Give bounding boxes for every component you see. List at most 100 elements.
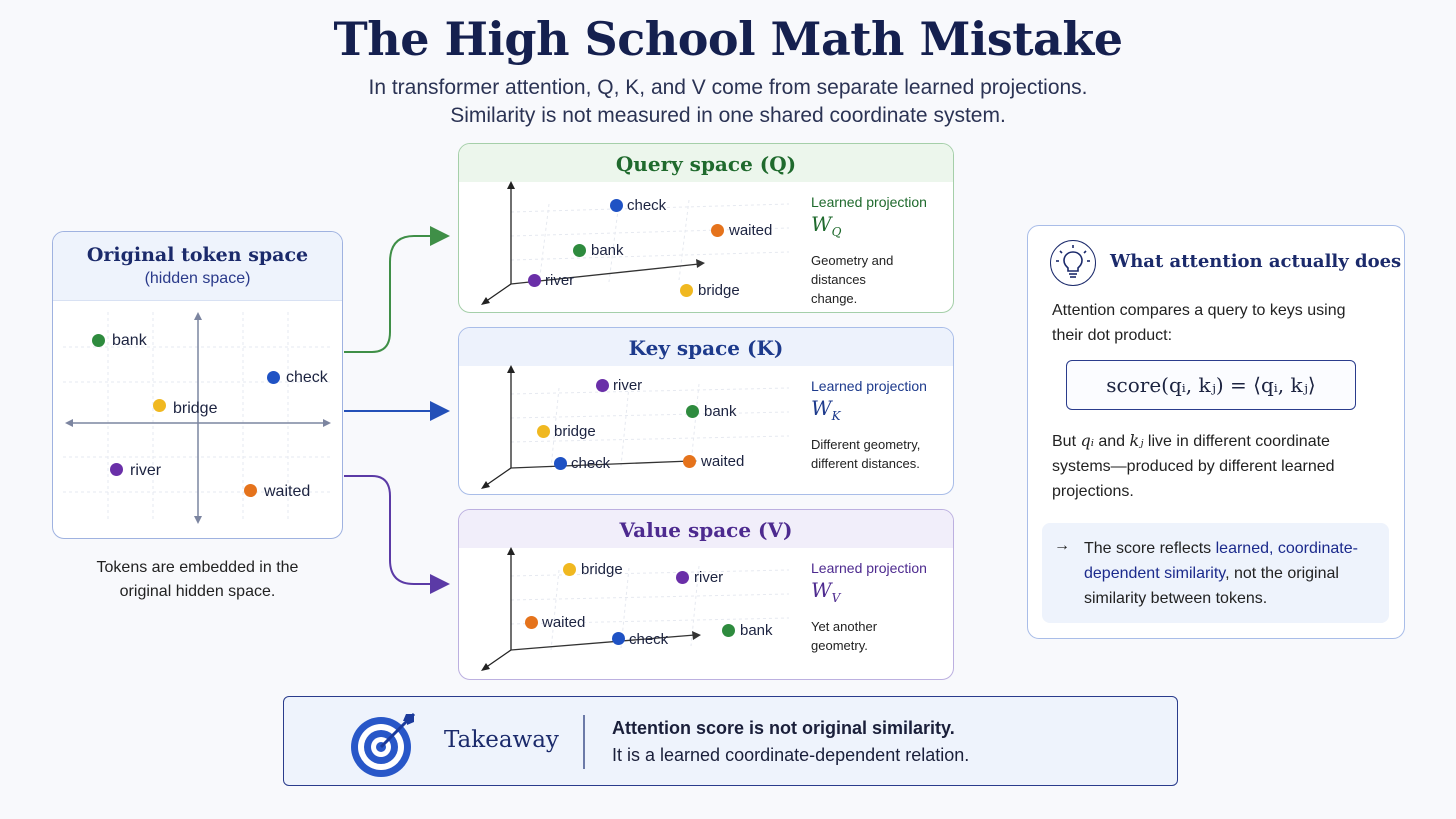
key-dot-check	[554, 457, 567, 470]
key-axes	[481, 365, 790, 489]
query-projection-desc: Geometry and distances change.	[811, 251, 951, 308]
query-dot-bridge	[680, 284, 693, 297]
takeaway-divider	[583, 715, 585, 769]
value-symbol-sub: V	[831, 591, 841, 605]
token-dot-check	[267, 371, 280, 384]
token-dot-bank	[92, 334, 105, 347]
key-symbol-sub: K	[831, 409, 841, 423]
query-desc-line-1: Geometry and distances	[811, 253, 894, 287]
value-label-bridge: bridge	[581, 561, 623, 578]
query-space-title: Query space (Q)	[459, 144, 953, 182]
attention-p2-kj: kⱼ	[1129, 431, 1144, 450]
attention-p2-line-2: systems—produced by different learned	[1052, 458, 1335, 475]
token-dot-bridge	[153, 399, 166, 412]
attention-explanation-card: What attention actually does Attention c…	[1027, 225, 1405, 639]
attention-note-part-b: , not the original similarity between to…	[1084, 565, 1339, 607]
key-desc-line-2: different distances.	[811, 456, 920, 471]
value-projection-label: Learned projection	[811, 560, 927, 576]
score-formula: score(qᵢ, kⱼ) = ⟨qᵢ, kⱼ⟩	[1066, 360, 1356, 410]
query-desc-line-2: change.	[811, 291, 858, 306]
value-space-panel: Value space (V) bridge river waited chec…	[458, 509, 954, 680]
query-projection-symbol: WQ	[811, 212, 951, 239]
subtitle-line-2: Similarity is not measured in one shared…	[450, 104, 1006, 127]
token-label-bank: bank	[112, 332, 147, 349]
key-projection-symbol: WK	[811, 396, 951, 423]
query-label-river: river	[545, 272, 575, 289]
key-dot-waited	[683, 455, 696, 468]
key-projection-label: Learned projection	[811, 378, 927, 394]
value-projection-desc: Yet another geometry.	[811, 617, 951, 655]
original-token-space-header: Original token space (hidden space)	[53, 232, 342, 301]
token-dot-waited	[244, 484, 257, 497]
attention-note: → The score reflects learned, coordinate…	[1042, 523, 1389, 623]
value-dot-bank	[722, 624, 735, 637]
attention-note-part-a: The score reflects	[1084, 540, 1216, 557]
value-desc-line-1: Yet another	[811, 619, 878, 634]
query-label-waited: waited	[729, 222, 773, 239]
attention-p2-line-1: But qᵢ and kⱼ live in different coordina…	[1052, 428, 1382, 454]
query-projection: Learned projection WQ Geometry and dista…	[811, 194, 951, 308]
value-axes	[481, 547, 790, 671]
query-dot-waited	[711, 224, 724, 237]
value-space-title: Value space (V)	[459, 510, 953, 548]
query-projection-label: Learned projection	[811, 194, 927, 210]
lightbulb-icon	[1050, 240, 1096, 286]
key-desc-line-1: Different geometry,	[811, 437, 921, 452]
original-caption-line-1: Tokens are embedded in the	[96, 559, 299, 576]
key-dot-bridge	[537, 425, 550, 438]
token-label-bridge: bridge	[173, 400, 218, 417]
key-projection-desc: Different geometry, different distances.	[811, 435, 951, 473]
value-projection: Learned projection WV Yet another geomet…	[811, 560, 951, 655]
key-projection: Learned projection WK Different geometry…	[811, 378, 951, 473]
attention-note-emphasis: learned, coordinate-dependent similarity	[1084, 540, 1358, 582]
value-symbol-w: W	[811, 578, 832, 602]
original-token-space-card: Original token space (hidden space) bank…	[52, 231, 343, 539]
value-label-waited: waited	[542, 614, 586, 631]
value-label-river: river	[694, 569, 724, 586]
value-label-check: check	[629, 631, 669, 648]
query-space-panel: Query space (Q) check waited bank river …	[458, 143, 954, 313]
original-token-space-title: Original token space	[86, 244, 309, 266]
attention-p2-qi: qᵢ	[1080, 431, 1094, 450]
attention-p2-part-a: But	[1052, 433, 1081, 450]
query-symbol-w: W	[811, 212, 832, 236]
attention-paragraph-1: Attention compares a query to keys using…	[1052, 298, 1382, 348]
query-axes	[481, 181, 790, 305]
token-label-river: river	[130, 462, 162, 479]
value-dot-check	[612, 632, 625, 645]
key-space-panel: Key space (K) river bank bridge check wa…	[458, 327, 954, 495]
query-symbol-sub: Q	[831, 225, 842, 239]
attention-p2-part-c: live in different coordinate	[1143, 433, 1330, 450]
original-token-space-subtitle: (hidden space)	[144, 270, 251, 287]
attention-note-text: The score reflects learned, coordinate-d…	[1084, 536, 1379, 611]
subtitle-line-1: In transformer attention, Q, K, and V co…	[368, 76, 1088, 99]
arrow-to-query	[344, 226, 450, 353]
takeaway-box: Takeaway Attention score is not original…	[283, 696, 1178, 786]
token-label-waited: waited	[264, 483, 311, 500]
page-title: The High School Math Mistake	[333, 12, 1123, 66]
token-dot-river	[110, 463, 123, 476]
key-label-bank: bank	[704, 403, 737, 420]
value-projection-symbol: WV	[811, 578, 951, 605]
value-label-bank: bank	[740, 622, 773, 639]
key-dot-river	[596, 379, 609, 392]
value-dot-river	[676, 571, 689, 584]
original-axes	[63, 312, 333, 524]
arrow-to-value	[344, 475, 450, 594]
target-icon	[351, 712, 416, 777]
key-dot-bank	[686, 405, 699, 418]
attention-p2-part-b: and	[1093, 433, 1130, 450]
attention-title: What attention actually does	[1110, 251, 1402, 272]
value-dot-bridge	[563, 563, 576, 576]
query-label-bridge: bridge	[698, 282, 740, 299]
takeaway-line-1: Attention score is not original similari…	[612, 718, 955, 738]
original-caption-line-2: original hidden space.	[119, 583, 276, 600]
value-desc-line-2: geometry.	[811, 638, 868, 653]
query-label-check: check	[627, 197, 667, 214]
key-label-waited: waited	[701, 453, 745, 470]
key-label-river: river	[613, 377, 643, 394]
query-dot-check	[610, 199, 623, 212]
query-label-bank: bank	[591, 242, 624, 259]
key-label-bridge: bridge	[554, 423, 596, 440]
